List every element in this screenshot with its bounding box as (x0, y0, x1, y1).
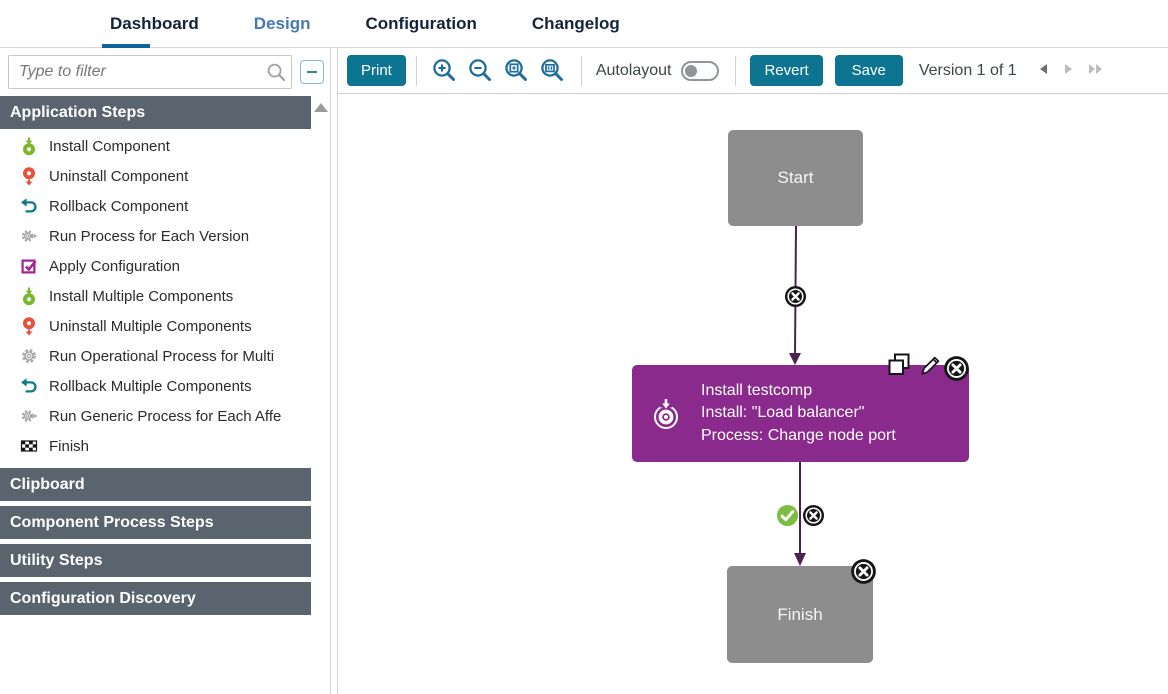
palette-item-rollback-component[interactable]: Rollback Component (0, 191, 311, 221)
palette-item-label: Install Component (49, 137, 170, 155)
palette-scrollbar[interactable] (311, 96, 330, 694)
palette-item-label: Rollback Multiple Components (49, 377, 252, 395)
palette-item-run-process-for-each-version[interactable]: Run Process for Each Version (0, 221, 311, 251)
print-button[interactable]: Print (347, 55, 406, 86)
step-install-detail: Install: "Load balancer" (701, 404, 865, 422)
zoom-out-button[interactable] (467, 57, 495, 85)
section-header-component-process-steps[interactable]: Component Process Steps (0, 506, 312, 539)
zoom-actual-size-button[interactable] (539, 57, 567, 85)
palette-filter-input[interactable] (8, 55, 292, 89)
finish-node[interactable]: Finish (727, 566, 873, 663)
palette-item-label: Install Multiple Components (49, 287, 234, 305)
edit-step-icon[interactable] (918, 352, 944, 378)
install-icon (20, 287, 38, 306)
tab-design[interactable]: Design (253, 13, 311, 33)
palette-item-install-component[interactable]: Install Component (0, 131, 311, 161)
checkbox-icon (20, 257, 38, 276)
latest-version-icon (1088, 64, 1102, 74)
success-flag-icon[interactable] (776, 504, 799, 527)
palette-filter-row (0, 48, 330, 96)
palette-item-uninstall-multiple-components[interactable]: Uninstall Multiple Components (0, 311, 311, 341)
palette-item-label: Run Generic Process for Each Affe (49, 407, 282, 425)
palette-item-rollback-multiple-components[interactable]: Rollback Multiple Components (0, 371, 311, 401)
step-title: Install testcomp (701, 381, 813, 399)
search-icon (266, 62, 286, 87)
gear-icon (20, 347, 38, 366)
zoom-fit-icon (505, 58, 528, 81)
rollback-icon (20, 377, 38, 396)
zoom-fit-button[interactable] (503, 57, 531, 85)
palette-item-install-multiple-components[interactable]: Install Multiple Components (0, 281, 311, 311)
process-design-canvas[interactable]: Start Install testcomp Install: "Load ba… (338, 94, 1168, 694)
palette-item-label: Rollback Component (49, 197, 189, 215)
palette-item-label: Uninstall Component (49, 167, 189, 185)
section-header-application-steps[interactable]: Application Steps (0, 96, 312, 129)
palette-item-label: Finish (49, 437, 90, 455)
palette-item-label: Run Operational Process for Multi (49, 347, 275, 365)
zoom-in-button[interactable] (431, 57, 459, 85)
previous-version-button[interactable] (1031, 62, 1056, 79)
save-button[interactable]: Save (834, 55, 903, 86)
gear-play-icon (20, 407, 38, 426)
palette-item-apply-configuration[interactable]: Apply Configuration (0, 251, 311, 281)
palette-item-label: Run Process for Each Version (49, 227, 250, 245)
autolayout-toggle[interactable] (681, 60, 720, 81)
install-step-node[interactable]: Install testcomp Install: "Load balancer… (632, 365, 969, 462)
palette-item-finish[interactable]: Finish (0, 431, 311, 461)
palette-item-label: Apply Configuration (49, 257, 180, 275)
latest-version-button[interactable] (1081, 62, 1112, 79)
delete-step-icon[interactable] (850, 558, 877, 585)
delete-step-icon[interactable] (943, 355, 970, 382)
step-process-detail: Process: Change node port (701, 426, 896, 444)
tab-configuration[interactable]: Configuration (365, 13, 477, 33)
next-version-button[interactable] (1056, 62, 1081, 79)
section-header-configuration-discovery[interactable]: Configuration Discovery (0, 582, 312, 615)
tab-changelog[interactable]: Changelog (531, 13, 620, 33)
version-indicator: Version 1 of 1 (918, 61, 1017, 79)
designer-toolbar: Print Autolayout Revert Save Version 1 o… (338, 48, 1168, 94)
section-header-clipboard[interactable]: Clipboard (0, 468, 312, 501)
rollback-icon (20, 197, 38, 216)
zoom-out-icon (469, 58, 492, 81)
palette-item-uninstall-component[interactable]: Uninstall Component (0, 161, 311, 191)
collapse-palette-icon[interactable] (300, 60, 324, 84)
uninstall-icon (20, 166, 38, 186)
palette-item-run-operational-process-for-multi[interactable]: Run Operational Process for Multi (0, 341, 311, 371)
install-component-node-icon (648, 395, 684, 432)
next-version-icon (1064, 64, 1072, 74)
uninstall-icon (20, 316, 38, 336)
flag-icon (20, 437, 38, 456)
zoom-actual-size-icon (541, 58, 564, 81)
delete-edge-icon[interactable] (784, 285, 807, 308)
tab-dashboard[interactable]: Dashboard (102, 0, 199, 48)
scroll-up-arrow-icon[interactable] (314, 103, 329, 112)
previous-version-icon (1039, 64, 1047, 74)
palette-item-label: Uninstall Multiple Components (49, 317, 252, 335)
start-node[interactable]: Start (728, 130, 863, 226)
gear-play-icon (20, 227, 38, 246)
section-header-utility-steps[interactable]: Utility Steps (0, 544, 312, 577)
autolayout-label: Autolayout (595, 61, 672, 79)
revert-button[interactable]: Revert (750, 55, 823, 86)
delete-edge-icon[interactable] (802, 504, 825, 527)
palette-item-run-generic-process-for-each-affe[interactable]: Run Generic Process for Each Affe (0, 401, 311, 431)
install-icon (20, 137, 38, 156)
top-tab-bar: Dashboard Design Configuration Changelog (0, 0, 1168, 48)
zoom-in-icon (433, 58, 456, 81)
copy-step-icon[interactable] (886, 352, 912, 378)
